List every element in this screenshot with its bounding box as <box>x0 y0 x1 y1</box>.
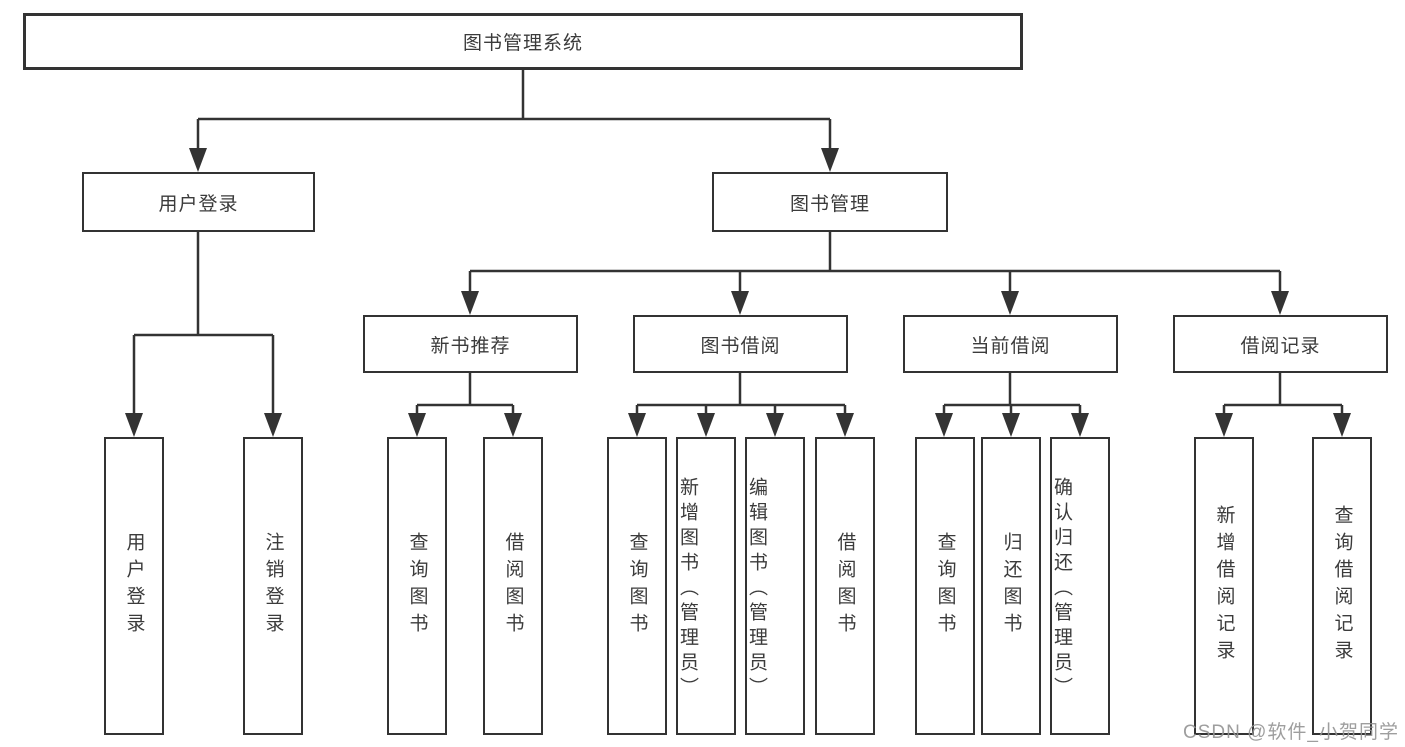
node-root-label: 图书管理系统 <box>462 33 583 54</box>
leaf-cb-confirm-return-admin: 确认归还（管理员） <box>1050 437 1110 735</box>
node-user-login-label: 用户登录 <box>158 193 239 215</box>
leaf-user-login: 用户登录 <box>104 437 164 735</box>
leaf-cb-query-books: 查询图书 <box>915 437 975 735</box>
leaf-bb-query-books-label: 查询图书 <box>626 532 648 640</box>
csdn-watermark: CSDN @软件_小贺同学 <box>1183 722 1399 743</box>
leaf-nbr-query-books: 查询图书 <box>387 437 447 735</box>
node-book-mgmt-label: 图书管理 <box>789 193 870 215</box>
leaf-bb-add-books-admin-label: 新增图书（管理员） <box>677 476 698 702</box>
leaf-nbr-borrow-books-label: 借阅图书 <box>502 532 524 640</box>
node-user-login: 用户登录 <box>82 172 315 232</box>
leaf-bb-borrow-books-label: 借阅图书 <box>834 532 856 640</box>
leaf-bb-edit-books-admin-label: 编辑图书（管理员） <box>746 476 767 702</box>
leaf-cb-return-books: 归还图书 <box>981 437 1041 735</box>
leaf-bb-borrow-books: 借阅图书 <box>815 437 875 735</box>
leaf-logout: 注销登录 <box>243 437 303 735</box>
leaf-cb-confirm-return-admin-label: 确认归还（管理员） <box>1051 476 1072 702</box>
leaf-bb-edit-books-admin: 编辑图书（管理员） <box>745 437 805 735</box>
node-current-borrow: 当前借阅 <box>903 315 1118 373</box>
node-root: 图书管理系统 <box>23 13 1023 70</box>
node-borrow-records-label: 借阅记录 <box>1240 335 1321 357</box>
leaf-br-add-record-label: 新增借阅记录 <box>1213 505 1235 667</box>
leaf-nbr-query-books-label: 查询图书 <box>406 532 428 640</box>
leaf-nbr-borrow-books: 借阅图书 <box>483 437 543 735</box>
node-book-borrow-label: 图书借阅 <box>700 335 781 357</box>
node-new-book-rec: 新书推荐 <box>363 315 578 373</box>
leaf-user-login-label: 用户登录 <box>123 532 145 640</box>
leaf-bb-add-books-admin: 新增图书（管理员） <box>676 437 736 735</box>
leaf-br-query-record: 查询借阅记录 <box>1312 437 1372 735</box>
node-new-book-rec-label: 新书推荐 <box>430 335 511 357</box>
leaf-br-query-record-label: 查询借阅记录 <box>1331 505 1353 667</box>
leaf-cb-query-books-label: 查询图书 <box>934 532 956 640</box>
leaf-logout-label: 注销登录 <box>262 532 284 640</box>
leaf-br-add-record: 新增借阅记录 <box>1194 437 1254 735</box>
node-current-borrow-label: 当前借阅 <box>970 335 1051 357</box>
leaf-bb-query-books: 查询图书 <box>607 437 667 735</box>
node-borrow-records: 借阅记录 <box>1173 315 1388 373</box>
node-book-borrow: 图书借阅 <box>633 315 848 373</box>
leaf-cb-return-books-label: 归还图书 <box>1000 532 1022 640</box>
node-book-mgmt: 图书管理 <box>712 172 948 232</box>
